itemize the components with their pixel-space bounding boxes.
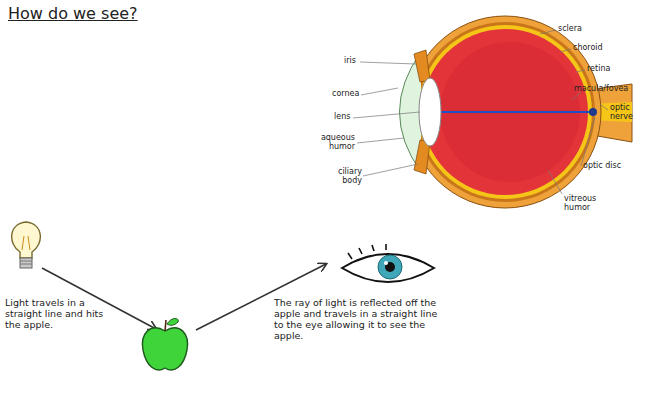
eye-icon xyxy=(342,244,434,282)
light-bulb xyxy=(12,222,41,268)
part-label: ciliary body xyxy=(322,167,362,185)
caption-note: The ray of light is reflected off the ap… xyxy=(274,298,444,342)
part-label: aqueous humor xyxy=(312,133,355,151)
part-label: sclera xyxy=(558,24,582,33)
part-label: cornea xyxy=(332,89,359,98)
leader-lines xyxy=(353,30,608,194)
eye-anatomy xyxy=(400,16,633,208)
part-label: choroid xyxy=(573,43,603,52)
part-label: vitreous humor xyxy=(564,194,608,212)
part-label: lens xyxy=(334,112,350,121)
part-label: retina xyxy=(587,64,610,73)
part-label: optic nerve xyxy=(610,103,644,121)
caption-note: Light travels in a straight line and hit… xyxy=(5,298,105,331)
page-title: How do we see? xyxy=(8,5,138,23)
part-label: macula/fovea xyxy=(574,84,628,93)
part-label: iris xyxy=(344,56,356,65)
part-label: optic disc xyxy=(583,161,621,170)
apple xyxy=(142,319,187,370)
